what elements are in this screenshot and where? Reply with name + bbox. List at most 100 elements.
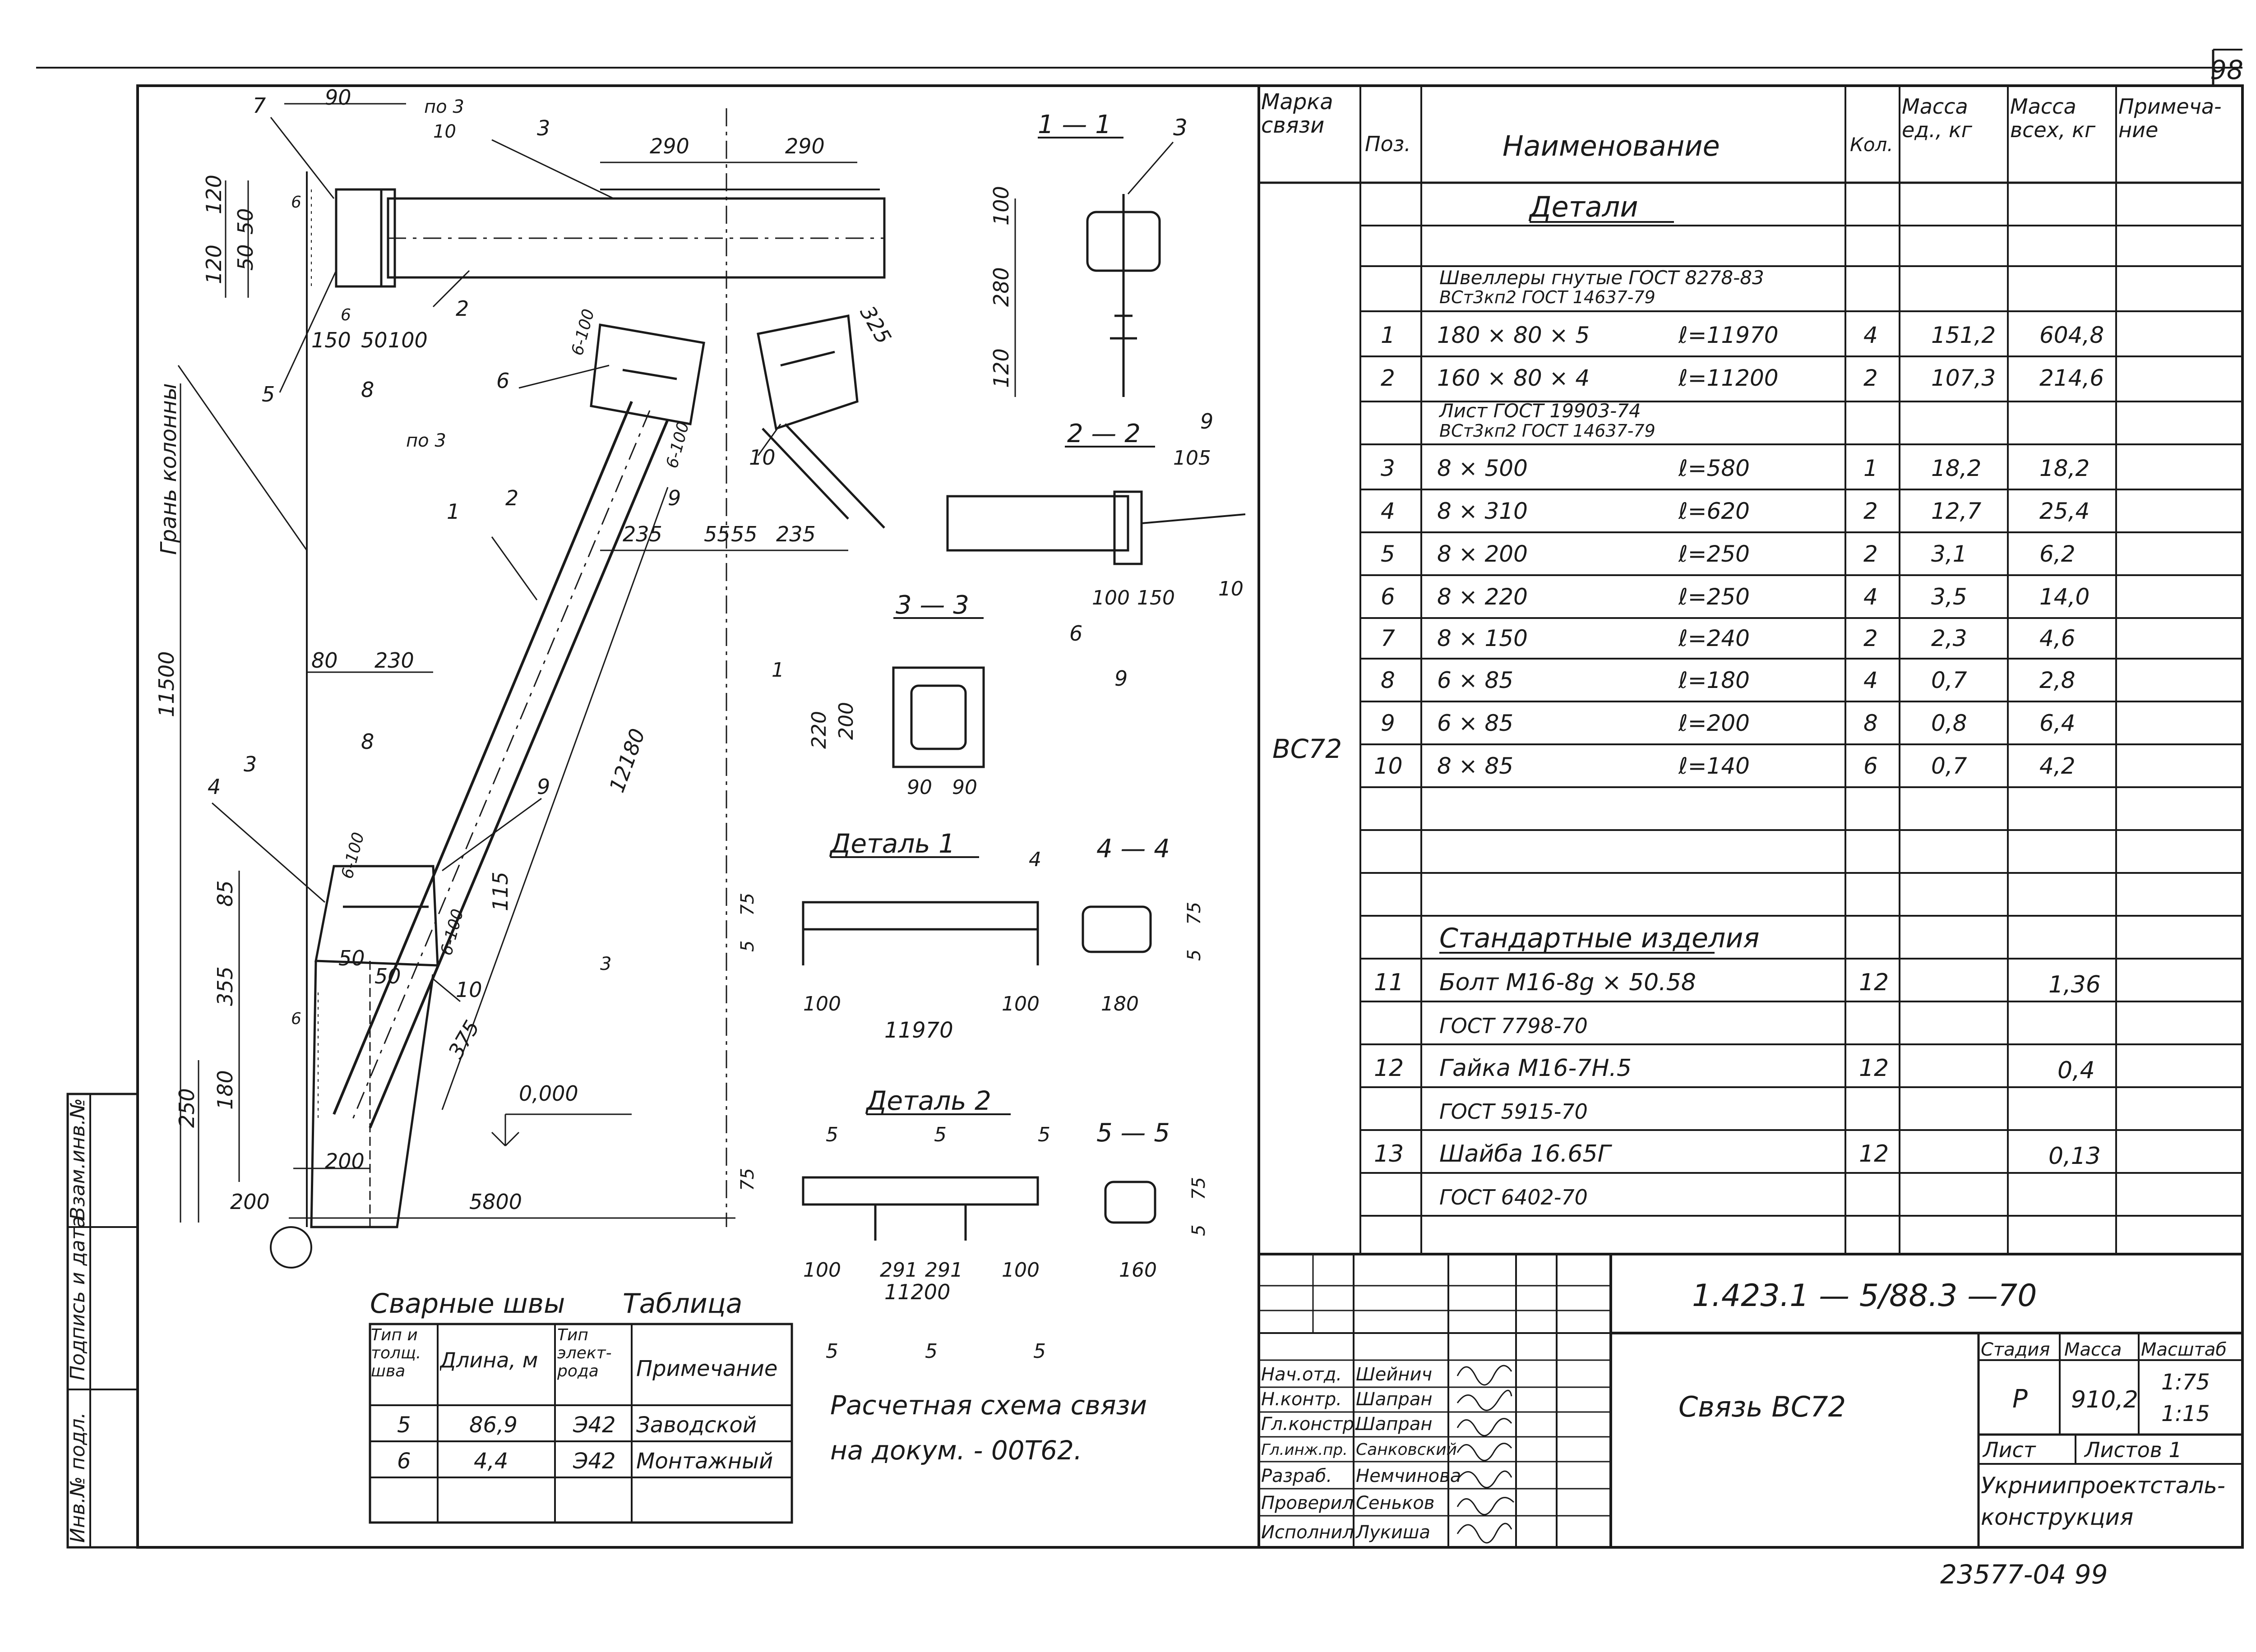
- dim-50e: 50: [374, 964, 401, 988]
- row-pos: 8: [1381, 667, 1395, 693]
- row-qty: 4: [1863, 322, 1878, 348]
- row-length: ℓ=240: [1678, 625, 1750, 651]
- approval-name: Санковский: [1356, 1440, 1457, 1459]
- section-3-3-90b: 90: [952, 776, 977, 799]
- dim-12180: 12180: [605, 725, 650, 796]
- std-pos: 11: [1374, 969, 1404, 996]
- std-total: 0,13: [2048, 1143, 2101, 1170]
- standard-row: 12 Гайка М16-7Н.5 ГОСТ 5915-70 12 0,4: [1374, 1055, 2095, 1124]
- std-gost: ГОСТ 5915-70: [1439, 1099, 1588, 1124]
- row-qty: 2: [1863, 365, 1878, 391]
- row-qty: 2: [1863, 625, 1878, 651]
- approval-role: Нач.отд.: [1261, 1364, 1342, 1385]
- approval-row: Исполнил Лукиша: [1261, 1522, 1430, 1543]
- dim-120a: 120: [202, 175, 226, 214]
- detail-2-291b: 291: [925, 1259, 963, 1282]
- scale-value-1: 1:75: [2161, 1370, 2210, 1395]
- pos-10: 10: [749, 445, 776, 470]
- spec-row: 7 8 × 150 ℓ=240 2 2,3 4,6: [1381, 625, 2076, 651]
- dim-200b: 200: [230, 1190, 270, 1214]
- row-name: 160 × 80 × 4: [1437, 365, 1590, 391]
- gost-sheet-line2: ВСт3кп2 ГОСТ 14637-79: [1439, 421, 1655, 441]
- row-name: 8 × 500: [1437, 455, 1528, 481]
- section-1-1-title: 1 — 1: [1038, 110, 1111, 139]
- section-2-2-10: 10: [1218, 577, 1244, 600]
- row-total-mass: 4,6: [2039, 625, 2076, 651]
- section-3-3-title: 3 — 3: [896, 591, 969, 620]
- pos-6-small-a: 6: [291, 193, 301, 212]
- dim-150: 150: [311, 328, 351, 352]
- mark-10: 10: [433, 121, 456, 142]
- detail-2-5b: 5: [934, 1123, 947, 1146]
- approval-role: Проверил: [1261, 1493, 1354, 1514]
- approval-name: Шапран: [1356, 1389, 1433, 1410]
- stamp-vzam-inv: Взам.инв.№: [66, 1098, 89, 1220]
- weld-table-caption: Таблица: [623, 1288, 742, 1320]
- pos-1: 1: [447, 499, 460, 524]
- approval-row: Гл.констр. Шапран: [1261, 1414, 1433, 1435]
- row-total-mass: 2,8: [2039, 667, 2076, 693]
- header-note: Примеча-ние: [2118, 95, 2222, 142]
- approval-row: Н.контр. Шапран: [1261, 1389, 1433, 1410]
- row-unit-mass: 12,7: [1931, 498, 1982, 524]
- spec-row: 9 6 × 85 ℓ=200 8 0,8 6,4: [1381, 710, 2076, 736]
- title-block: [1259, 1254, 2242, 1547]
- side-stamp: Инв.№ подл. Подпись и дата Взам.инв.№: [66, 1093, 139, 1549]
- spec-headers: Марка связи Поз. Наименование Кол. Масса…: [1261, 90, 2222, 162]
- row-pos: 10: [1374, 753, 1403, 779]
- row-qty: 2: [1863, 541, 1878, 567]
- row-pos: 7: [1381, 625, 1395, 651]
- standard-rows: 11 Болт М16-8g × 50.58 ГОСТ 7798-70 12 1…: [1374, 969, 2101, 1209]
- weld-row1-length: 86,9: [469, 1412, 518, 1438]
- header-mark: Марка связи: [1261, 90, 1333, 138]
- section-2-2-title: 2 — 2: [1067, 419, 1141, 448]
- detail-1-75: 75: [737, 893, 758, 916]
- weld-row1-type: 5: [397, 1412, 411, 1438]
- pos-10b: 10: [456, 978, 482, 1002]
- calc-note-line1: Расчетная схема связи: [830, 1390, 1147, 1421]
- std-name: Болт М16-8g × 50.58: [1439, 969, 1696, 996]
- bolts-6-100-d: 6-100: [437, 907, 467, 958]
- section-2-2-150: 150: [1137, 586, 1175, 609]
- row-unit-mass: 107,3: [1931, 365, 1996, 391]
- spec-row: 6 8 × 220 ℓ=250 4 3,5 14,0: [1381, 584, 2090, 610]
- row-unit-mass: 2,3: [1931, 625, 1967, 651]
- detail-2-5e: 5: [925, 1340, 938, 1363]
- section-2-2-100: 100: [1092, 586, 1130, 609]
- std-qty: 12: [1859, 1055, 1889, 1082]
- dim-235a: 235: [623, 522, 662, 546]
- standard-row: 13 Шайба 16.65Г ГОСТ 6402-70 12 0,13: [1374, 1140, 2101, 1209]
- dim-120c: 120: [989, 348, 1013, 388]
- sheets-label: Листов 1: [2084, 1438, 2182, 1462]
- dim-50d: 50: [338, 946, 365, 970]
- row-total-mass: 214,6: [2039, 365, 2104, 391]
- spec-row: 5 8 × 200 ℓ=250 2 3,1 6,2: [1381, 541, 2076, 567]
- dim-55b: 55: [731, 522, 758, 546]
- detail-2-11200: 11200: [884, 1280, 950, 1304]
- standard-row: 11 Болт М16-8g × 50.58 ГОСТ 7798-70 12 1…: [1374, 969, 2101, 1038]
- dim-235b: 235: [776, 522, 816, 546]
- section-5-5-75: 75: [1188, 1177, 1209, 1200]
- row-unit-mass: 3,5: [1931, 584, 1967, 610]
- pos-6: 6: [496, 369, 509, 393]
- weld-table: Сварные швы Таблица Тип и толщ. шва Длин…: [369, 1288, 793, 1524]
- std-name: Шайба 16.65Г: [1439, 1140, 1613, 1167]
- detail-1-4: 4: [1029, 848, 1041, 871]
- approval-name: Сеньков: [1356, 1493, 1434, 1514]
- detail-2-5c: 5: [1038, 1123, 1050, 1146]
- dim-280: 280: [989, 267, 1013, 307]
- pos-6-small-c: 6: [291, 1010, 301, 1028]
- spec-rows: 1 180 × 80 × 5 ℓ=11970 4 151,2 604,8 2 1…: [1374, 322, 2104, 779]
- detail-1-100b: 100: [1002, 992, 1040, 1015]
- row-unit-mass: 18,2: [1931, 455, 1981, 481]
- bolts-6-100-c: 6-100: [338, 831, 368, 881]
- dim-290b: 290: [785, 134, 825, 158]
- dim-230: 230: [374, 648, 414, 673]
- dim-325: 325: [855, 302, 896, 348]
- row-name: 6 × 85: [1437, 667, 1513, 693]
- row-qty: 1: [1863, 455, 1878, 481]
- pos-8b: 8: [361, 729, 374, 754]
- section-1-1-pos3: 3: [1173, 115, 1188, 141]
- stage-value: Р: [2012, 1384, 2028, 1414]
- row-length: ℓ=140: [1678, 753, 1750, 779]
